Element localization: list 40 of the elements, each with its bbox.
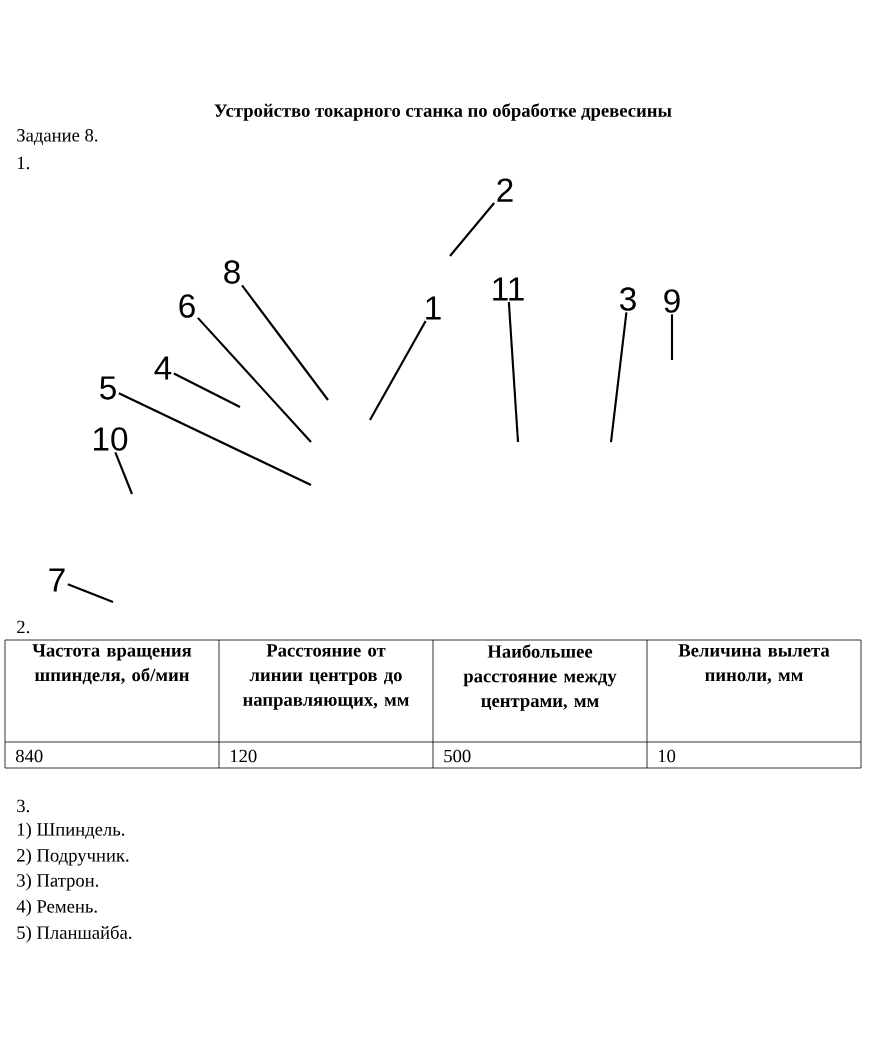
- list-item: 5) Планшайба.: [17, 925, 132, 943]
- callout-number: 9: [664, 289, 680, 313]
- leader-line: [114, 452, 133, 495]
- callout-number: 2: [497, 178, 513, 202]
- callout-number: 8: [224, 260, 240, 284]
- list-item: 4) Ремень.: [16, 899, 97, 917]
- leader-line: [449, 202, 495, 257]
- leader-line: [197, 317, 312, 443]
- leader-line: [241, 284, 329, 401]
- column-header: Частота вращения шпинделя, об/мин: [32, 644, 192, 685]
- callout-number: 5: [100, 376, 116, 400]
- section-number: 2.: [17, 620, 29, 634]
- cell-value: 120: [230, 749, 257, 763]
- callout-number: 11: [493, 277, 524, 301]
- column-header: Величина вылета пиноли, мм: [678, 644, 830, 684]
- task-heading: Задание 8.: [17, 129, 98, 145]
- callout-number: 7: [49, 568, 65, 592]
- cell-value: 10: [658, 749, 676, 763]
- leader-line: [173, 372, 241, 408]
- leader-line: [369, 320, 427, 421]
- column-header: Расстояние от линии центров до направляющих, мм: [243, 644, 409, 710]
- callout-number: 6: [179, 294, 195, 318]
- cell-value: 500: [444, 749, 471, 763]
- leader-line: [609, 312, 628, 443]
- list-item: 1) Шпиндель.: [17, 822, 125, 840]
- section-number: 1.: [17, 156, 29, 170]
- leader-line: [118, 392, 312, 486]
- callout-number: 3: [620, 287, 636, 311]
- section-number: 3.: [17, 799, 29, 813]
- cell-value: 840: [16, 749, 43, 763]
- leader-line: [67, 583, 114, 603]
- leader-line: [670, 314, 674, 360]
- callout-number: 1: [426, 296, 441, 320]
- column-header: Наибольшее расстояние между центрами, мм: [463, 644, 617, 711]
- list-item: 3) Патрон.: [17, 873, 99, 891]
- title: Устройство токарного станка по обработке древесины: [214, 103, 672, 121]
- list-item: 2) Подручник.: [17, 848, 129, 866]
- callout-number: 4: [154, 356, 172, 380]
- callout-number: 10: [94, 427, 128, 451]
- leader-line: [507, 302, 520, 443]
